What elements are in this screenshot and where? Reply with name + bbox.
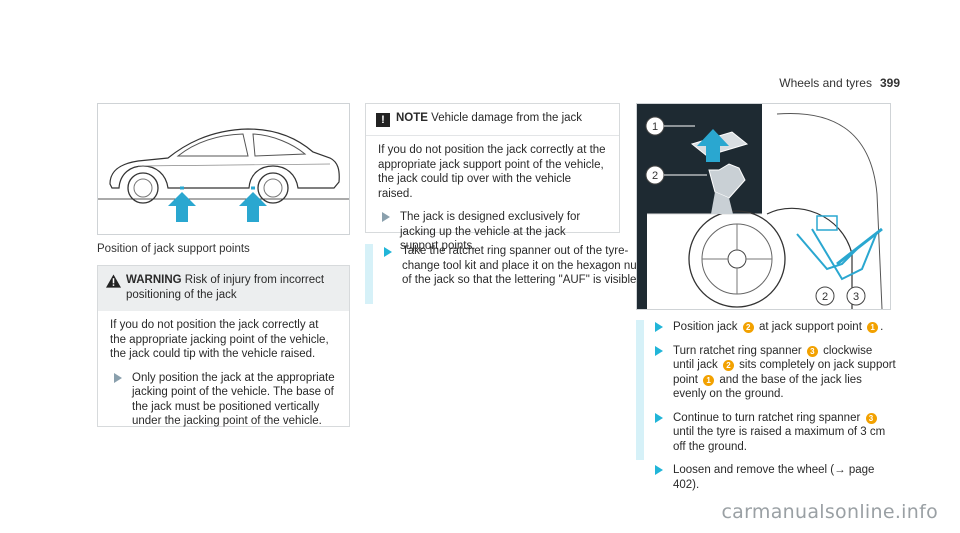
step-arrow-icon <box>382 212 390 222</box>
step-turn-spanner: Turn ratchet ring spanner 3 clockwise un… <box>651 344 896 402</box>
warning-step: Only position the jack at the appropriat… <box>110 371 337 429</box>
step-text: Position jack <box>673 321 738 333</box>
step-arrow-icon <box>655 465 663 475</box>
step-position-jack: Position jack 2 at jack support point 1. <box>651 320 896 335</box>
step-loosen-wheel: Loosen and remove the wheel (→ page 402)… <box>651 463 896 492</box>
note-label: NOTE <box>396 112 428 124</box>
callout-label: 2 <box>822 291 828 303</box>
warning-text: If you do not position the jack correctl… <box>110 319 329 360</box>
jack-wheel-figure: 1 2 2 3 <box>636 103 891 310</box>
step-arrow-icon <box>655 412 663 423</box>
warning-triangle-icon <box>106 274 121 288</box>
warning-body: If you do not position the jack correctl… <box>98 311 349 439</box>
callout-1: 1 <box>645 116 695 136</box>
figure-caption: Position of jack support points <box>97 243 250 255</box>
note-title: Vehicle damage from the jack <box>431 112 583 124</box>
steps-bar <box>636 320 644 460</box>
step-text: sits completely on jack support point <box>673 359 896 386</box>
note-body: If you do not position the jack correctl… <box>366 136 619 264</box>
callout-badge: 3 <box>865 412 877 424</box>
step-text: Loosen and remove the wheel ( <box>673 464 835 476</box>
note-text: If you do not position the jack correctl… <box>378 144 606 200</box>
step-continue-turn: Continue to turn ratchet ring spanner 3 … <box>651 411 896 455</box>
step-text: until the tyre is raised a maximum of 3 … <box>673 426 886 453</box>
step-arrow-icon <box>655 345 663 356</box>
page-ref-arrow-icon: → <box>834 464 846 476</box>
step-take-tool: Take the ratchet ring spanner out of the… <box>380 244 642 288</box>
note-box: ! NOTE Vehicle damage from the jack If yo… <box>365 103 620 252</box>
note-step: The jack is designed exclusively for jac… <box>378 210 607 254</box>
callout-badge: 2 <box>722 360 734 371</box>
up-arrow-icon <box>697 129 729 162</box>
jack-points-figure <box>97 103 350 235</box>
step-arrow-icon <box>114 372 122 383</box>
callout-label: 2 <box>652 170 658 182</box>
section-title: Wheels and tyres <box>779 76 872 90</box>
up-arrow-icon <box>168 192 196 222</box>
callout-badge: 1 <box>703 374 715 386</box>
step-text: at jack support point <box>758 321 862 333</box>
callout-label: 3 <box>853 291 859 303</box>
step-take-text: Take the ratchet ring spanner out of the… <box>402 245 640 286</box>
watermark: carmanualsonline.info <box>721 501 938 523</box>
page-number: 399 <box>879 76 900 90</box>
warning-step-text: Only position the jack at the appropriat… <box>132 371 335 428</box>
page-ref-link[interactable]: page 402). <box>673 464 875 491</box>
page-header: Wheels and tyres 399 <box>779 76 900 90</box>
step-bar <box>365 244 373 304</box>
up-arrow-icon <box>239 192 267 222</box>
jack-wheel-illustration: 1 2 2 3 <box>637 104 883 310</box>
warning-header: WARNING Risk of injury from incorrect po… <box>98 266 349 311</box>
step-text: and the base of the jack lies evenly on … <box>673 373 862 401</box>
callout-2-bottom: 2 <box>815 286 835 306</box>
warning-box: WARNING Risk of injury from incorrect po… <box>97 265 350 427</box>
callout-3: 3 <box>846 286 866 306</box>
callout-label: 1 <box>652 121 658 133</box>
note-step-text: The jack is designed exclusively for jac… <box>400 211 581 252</box>
callout-badge: 3 <box>806 345 818 357</box>
note-header: ! NOTE Vehicle damage from the jack <box>366 104 619 136</box>
step-arrow-icon <box>384 247 392 257</box>
step-arrow-icon <box>655 322 663 332</box>
callout-badge: 2 <box>742 322 754 333</box>
callout-badge: 1 <box>867 322 879 333</box>
right-steps: Position jack 2 at jack support point 1.… <box>651 320 896 492</box>
callout-2: 2 <box>645 165 707 185</box>
car-side-illustration <box>98 128 349 222</box>
step-text: Turn ratchet ring spanner <box>673 344 802 357</box>
exclamation-icon: ! <box>376 113 390 127</box>
step-text: . <box>880 321 884 333</box>
step-text: clockwise until jack <box>673 344 873 372</box>
warning-title: Risk of injury from incorrect positionin… <box>126 274 325 301</box>
step-text: Continue to turn ratchet ring spanner <box>673 411 861 424</box>
warning-label: WARNING <box>126 274 182 286</box>
